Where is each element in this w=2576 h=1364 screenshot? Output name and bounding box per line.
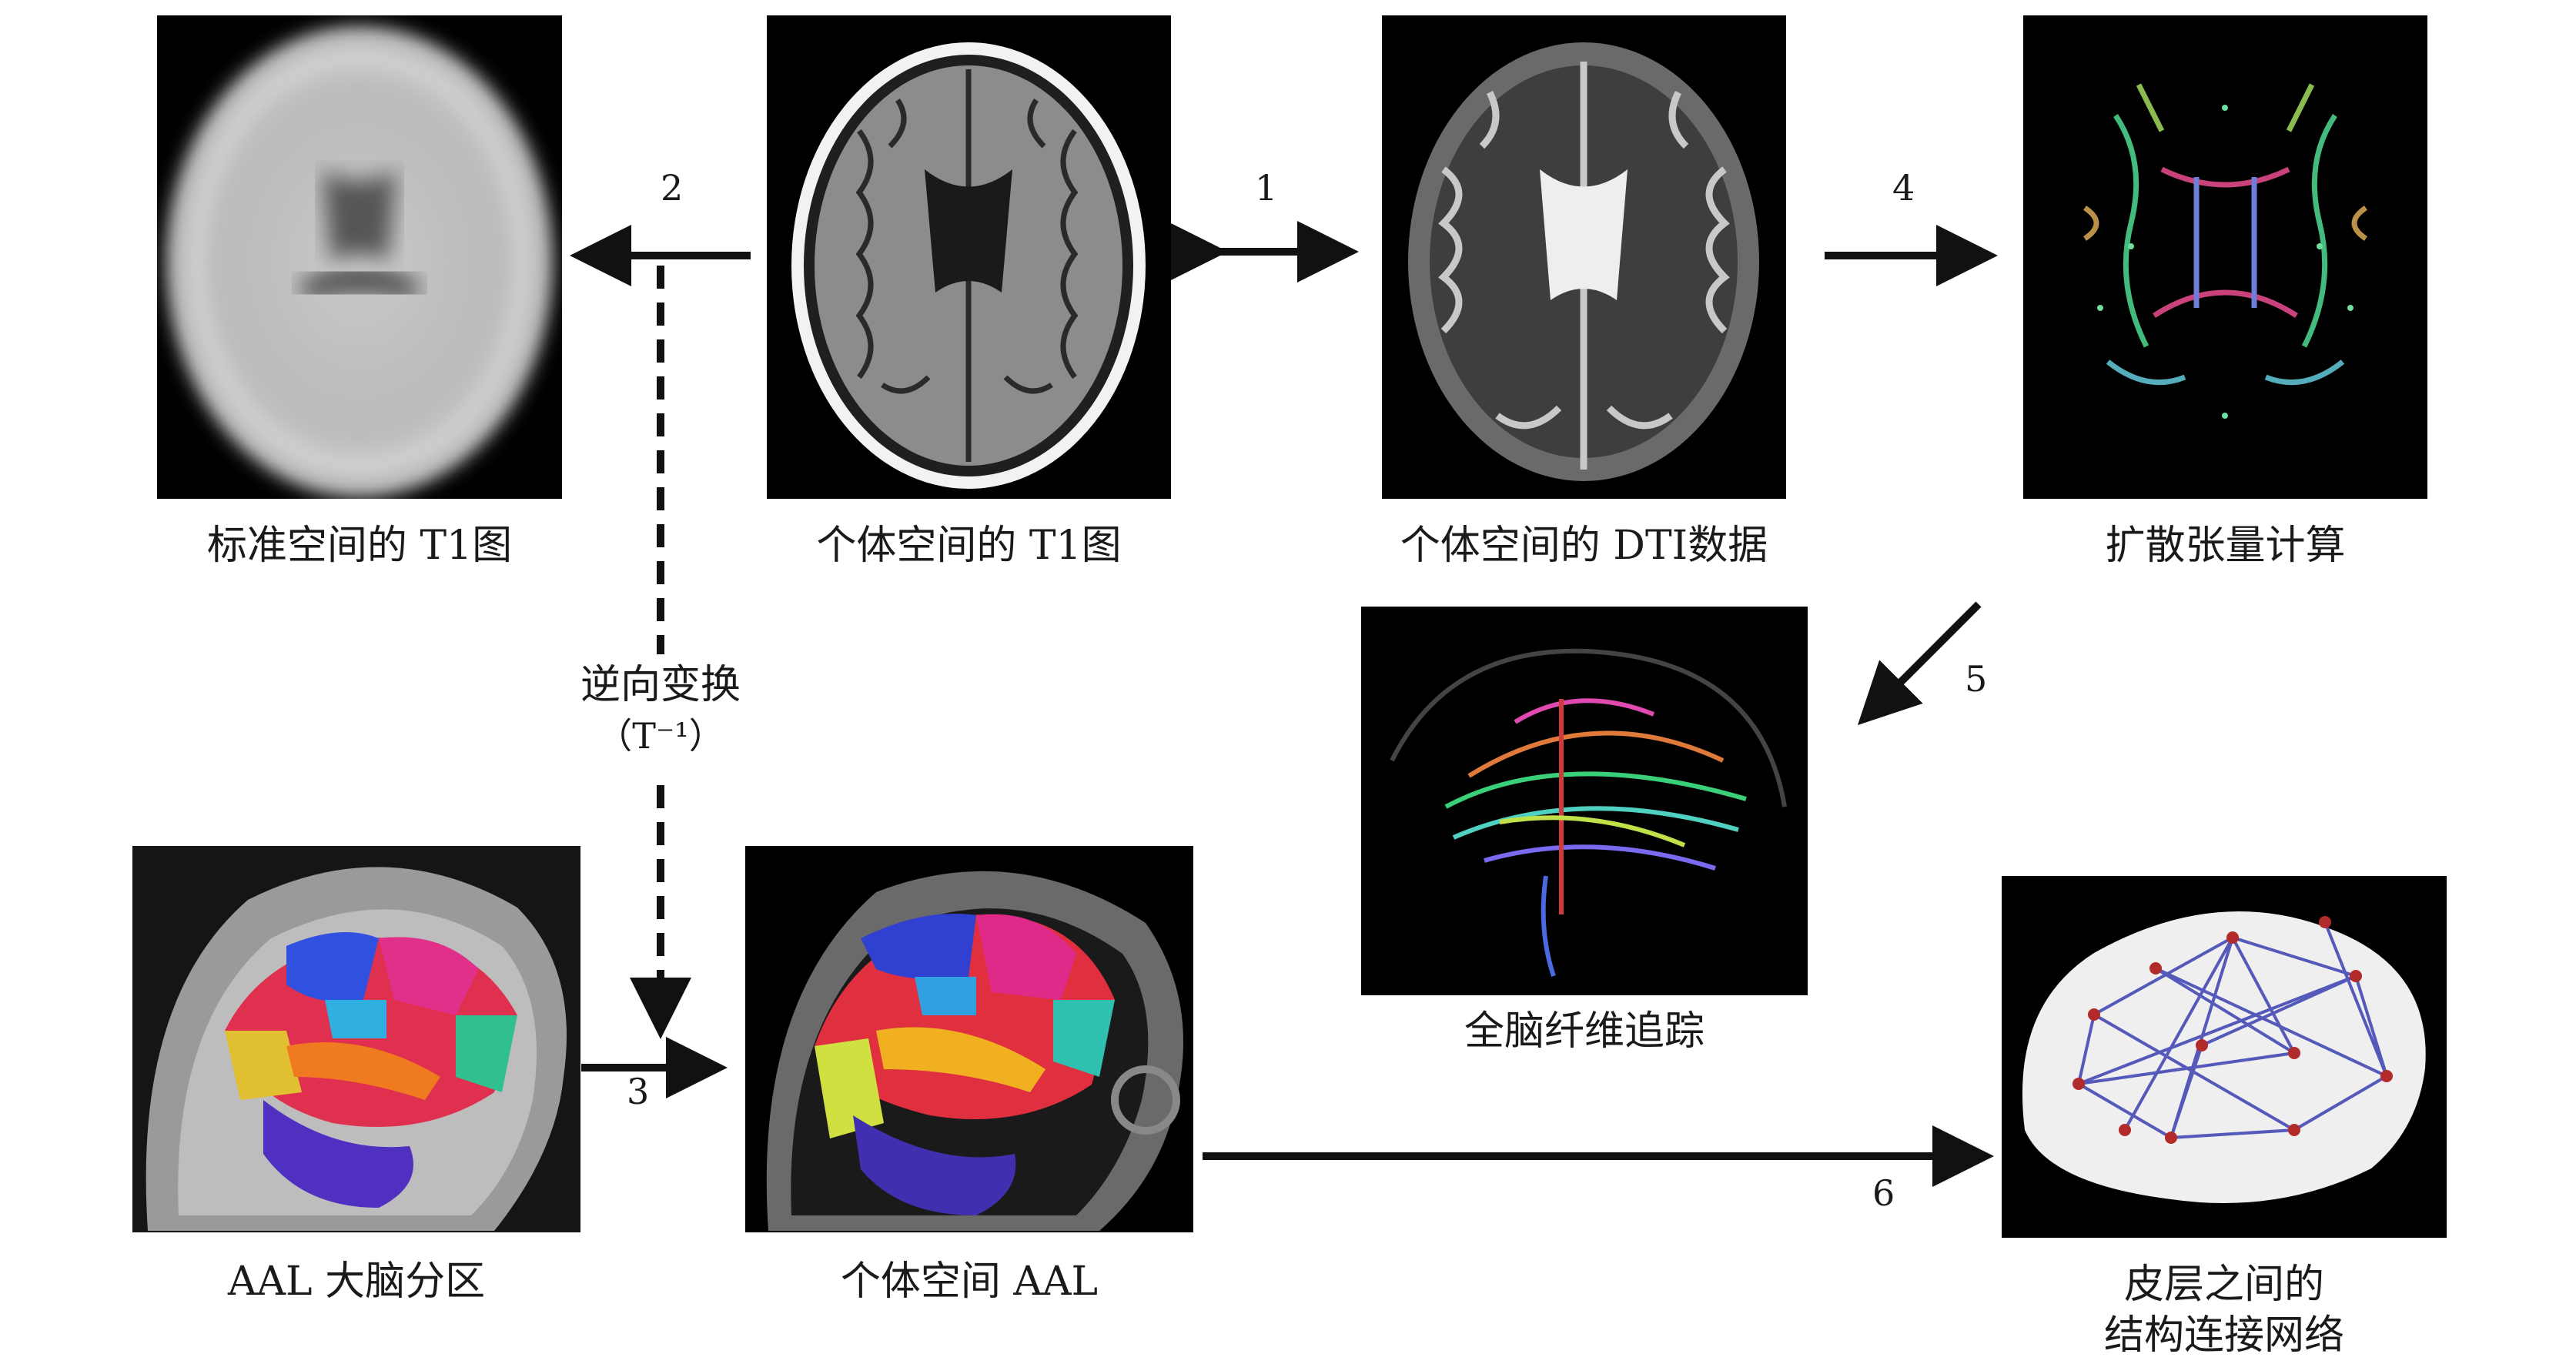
individual-aal-image xyxy=(745,846,1193,1232)
individual-t1-image xyxy=(767,15,1171,499)
inverse-transform-symbol: （T⁻¹） xyxy=(553,711,768,761)
diffusion-tensor-image xyxy=(2023,15,2427,499)
aal-atlas-image xyxy=(132,846,580,1232)
aal-atlas-caption: AAL 大脑分区 xyxy=(227,1259,486,1305)
standard-t1-caption: 标准空间的 T1图 xyxy=(206,523,513,569)
arrow-step-5 xyxy=(1857,601,1982,726)
individual-t1-caption: 个体空间的 T1图 xyxy=(816,523,1122,569)
individual-dti-caption: 个体空间的 DTI数据 xyxy=(1400,523,1768,569)
diffusion-tensor-caption: 扩散张量计算 xyxy=(2105,523,2346,569)
step-4-label: 4 xyxy=(1892,167,1915,209)
step-1-label: 1 xyxy=(1255,167,1278,209)
step-6-label: 6 xyxy=(1872,1172,1895,1214)
inverse-transform-label: 逆向变换 xyxy=(553,660,768,710)
individual-aal-caption: 个体空间 AAL xyxy=(840,1259,1099,1305)
step-2-label: 2 xyxy=(661,167,684,209)
network-caption-line2: 结构连接网络 xyxy=(2103,1312,2344,1359)
individual-dti-image xyxy=(1382,15,1786,499)
standard-t1-image xyxy=(157,15,562,499)
step-3-label: 3 xyxy=(627,1071,650,1112)
fiber-tracking-caption: 全脑纤维追踪 xyxy=(1464,1008,1705,1055)
fiber-tracking-image xyxy=(1361,607,1808,995)
network-image xyxy=(2002,876,2447,1238)
network-caption-line1: 皮层之间的 xyxy=(2123,1262,2324,1308)
step-5-label: 5 xyxy=(1965,658,1988,700)
